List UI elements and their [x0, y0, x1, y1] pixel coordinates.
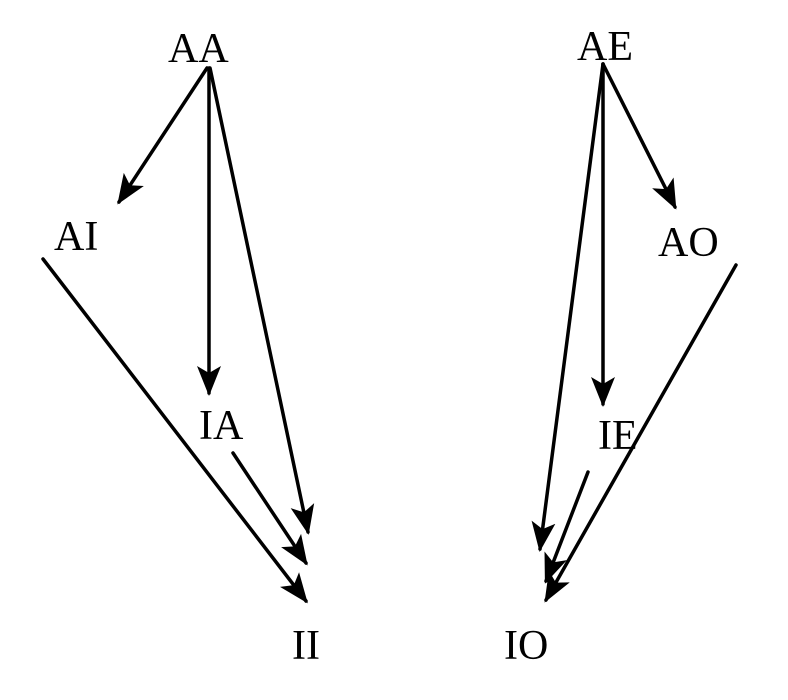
node-ii: II — [292, 623, 320, 669]
node-ie: IE — [598, 413, 638, 459]
edge-ae-io — [531, 62, 605, 552]
edge-ie-io — [544, 470, 590, 584]
edge-ai-ii — [41, 257, 308, 604]
edge-ia-ii — [231, 451, 308, 566]
node-io: IO — [504, 623, 548, 669]
edge-ao-io — [544, 263, 738, 603]
nodes-group: AA AE AI AO IA IE II IO — [54, 24, 719, 669]
edge-ae-ao — [601, 62, 677, 210]
node-ai: AI — [54, 214, 98, 260]
edge-aa-ai — [117, 66, 209, 205]
node-ia: IA — [199, 403, 244, 449]
node-ao: AO — [658, 220, 719, 266]
edges-group — [41, 62, 738, 604]
node-aa: AA — [168, 26, 229, 72]
node-ae: AE — [577, 24, 633, 70]
edge-aa-ii — [208, 66, 315, 535]
